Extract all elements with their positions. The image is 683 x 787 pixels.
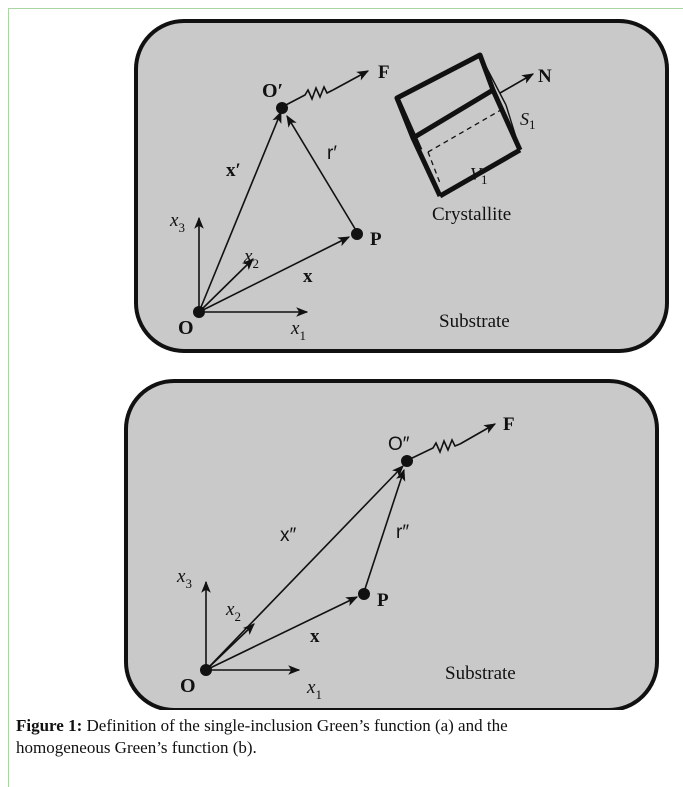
source-point-label: O′ [262, 80, 283, 102]
crystallite-label: Crystallite [432, 204, 511, 225]
axis-x2-arrow [198, 258, 254, 313]
origin-point [193, 306, 205, 318]
normal-label: N [538, 66, 552, 87]
vector-x-label-b: x [310, 626, 320, 647]
vector-r-prime [286, 114, 358, 233]
substrate-label-b: Substrate [445, 663, 516, 684]
vector-x-b [205, 596, 359, 671]
spring [281, 85, 334, 108]
spring-b [407, 438, 461, 461]
vector-x-label: x [303, 266, 313, 287]
page-border [8, 8, 683, 787]
volume-label: V1 [470, 164, 488, 187]
axis-x3-label-b: x3 [176, 566, 192, 591]
origin-point-b [200, 664, 212, 676]
panel-a-substrate-box [134, 19, 669, 353]
vector-r-dprime [363, 468, 406, 593]
force-arrow-b [459, 423, 497, 445]
field-point-label: P [370, 229, 382, 250]
caption-text-line2: homogeneous Green’s function (b). [16, 738, 257, 757]
axis-x2-label: x2 [243, 246, 259, 271]
axis-x3-label: x3 [169, 210, 185, 235]
origin-label: O [178, 317, 194, 339]
origin-label-b: O [180, 675, 196, 697]
panel-b-substrate-box [124, 379, 659, 710]
force-label: F [378, 62, 390, 83]
force-label-b: F [503, 414, 515, 435]
force-arrow [332, 70, 370, 91]
crystallite-cube [394, 52, 523, 199]
vector-r-dprime-label: r″ [396, 522, 409, 543]
axis-x1-label: x1 [290, 318, 306, 343]
vector-r-prime-label: r′ [327, 143, 337, 164]
vector-x-prime-label: x′ [226, 160, 241, 181]
source-point-label-b: O″ [388, 434, 410, 455]
panel-b: O O″ P F Substrate x″ r″ x x1 x2 x3 [124, 379, 659, 710]
panel-a: O O′ P F N S1 V1 Crystallite Substrate x… [134, 19, 669, 353]
field-point-b [358, 588, 370, 600]
field-point-label-b: P [377, 590, 389, 611]
vector-x-dprime-label: x″ [280, 525, 297, 546]
surface-label: S1 [520, 109, 536, 132]
figure-diagram: O O′ P F N S1 V1 Crystallite Substrate x… [124, 19, 669, 710]
figure-caption: Figure 1: Definition of the single-inclu… [16, 715, 678, 758]
vector-x-dprime [205, 465, 404, 671]
vector-x [198, 236, 351, 313]
source-point-b [401, 455, 413, 467]
vector-x-prime [198, 110, 282, 313]
caption-text-line1: Definition of the single-inclusion Green… [82, 716, 508, 735]
figure-label: Figure 1: [16, 716, 83, 735]
field-point [351, 228, 363, 240]
normal-arrow [499, 73, 535, 94]
substrate-label-a: Substrate [439, 311, 510, 332]
source-point [276, 102, 288, 114]
axis-x2-label-b: x2 [225, 599, 241, 624]
axis-x1-label-b: x1 [306, 677, 322, 702]
